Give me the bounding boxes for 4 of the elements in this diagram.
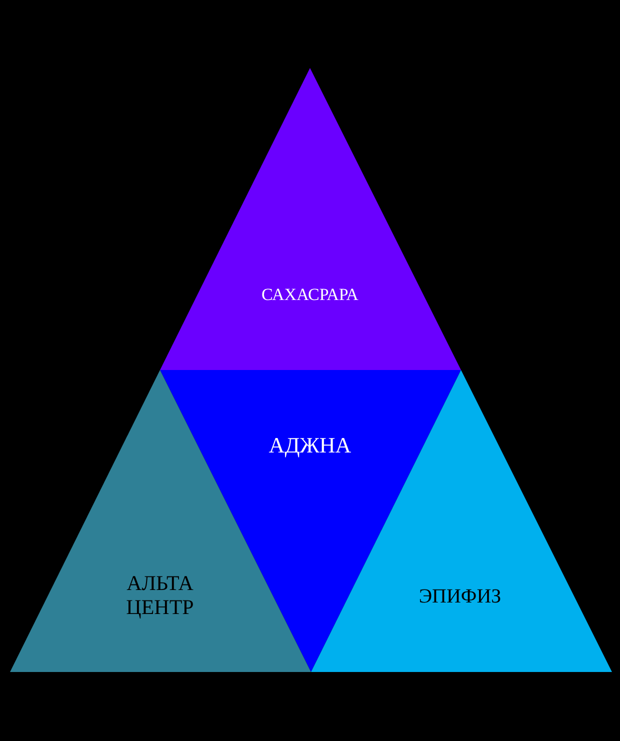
segment-label: САХАСРАРА [262, 285, 358, 305]
segment-label: ЭПИФИЗ [418, 586, 502, 608]
segment-label: АДЖНА [268, 432, 352, 458]
segment-label: АЛЬТА ЦЕНТР [125, 570, 195, 620]
